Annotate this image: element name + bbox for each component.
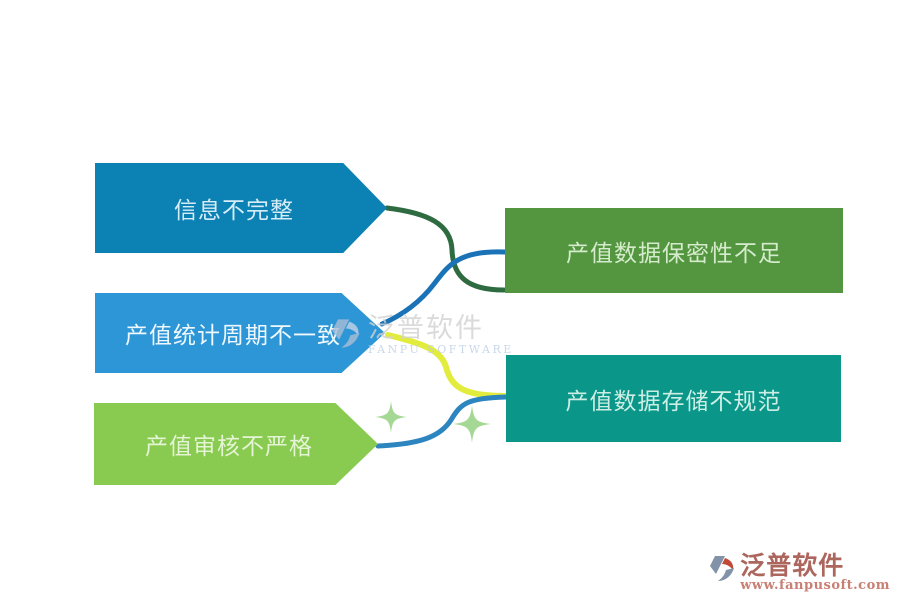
arrow-item-label: 产值统计周期不一致 <box>125 323 341 349</box>
box-item-data-storage[interactable]: 产值数据存储不规范 <box>506 355 841 442</box>
fanpu-logo-icon <box>710 556 735 581</box>
box-item-data-confidentiality[interactable]: 产值数据保密性不足 <box>505 208 843 293</box>
box-item-label: 产值数据存储不规范 <box>565 388 782 415</box>
footer-brand-name: 泛普软件 <box>740 551 845 580</box>
arrow-item-label: 信息不完整 <box>174 198 294 224</box>
sparkle-icon <box>375 401 407 433</box>
box-item-label: 产值数据保密性不足 <box>566 240 782 267</box>
connector-green-box-to-middle-arrow <box>379 249 508 327</box>
arrow-item-period-inconsistent[interactable]: 产值统计周期不一致 <box>95 293 385 373</box>
arrow-item-audit-lax[interactable]: 产值审核不严格 <box>94 403 378 485</box>
connector-top-arrow-to-green-box <box>384 205 507 293</box>
arrow-item-info-incomplete[interactable]: 信息不完整 <box>95 163 387 253</box>
sparkle-icon <box>453 405 491 443</box>
arrow-item-label: 产值审核不严格 <box>145 434 313 460</box>
footer-brand-url[interactable]: www.fanpusoft.com <box>740 578 890 593</box>
connector-bottom-arrow-to-teal-box <box>375 394 509 449</box>
connector-middle-arrow-to-teal-box <box>385 332 508 399</box>
footer-brand-link[interactable]: 泛普软件 www.fanpusoft.com <box>708 552 890 593</box>
